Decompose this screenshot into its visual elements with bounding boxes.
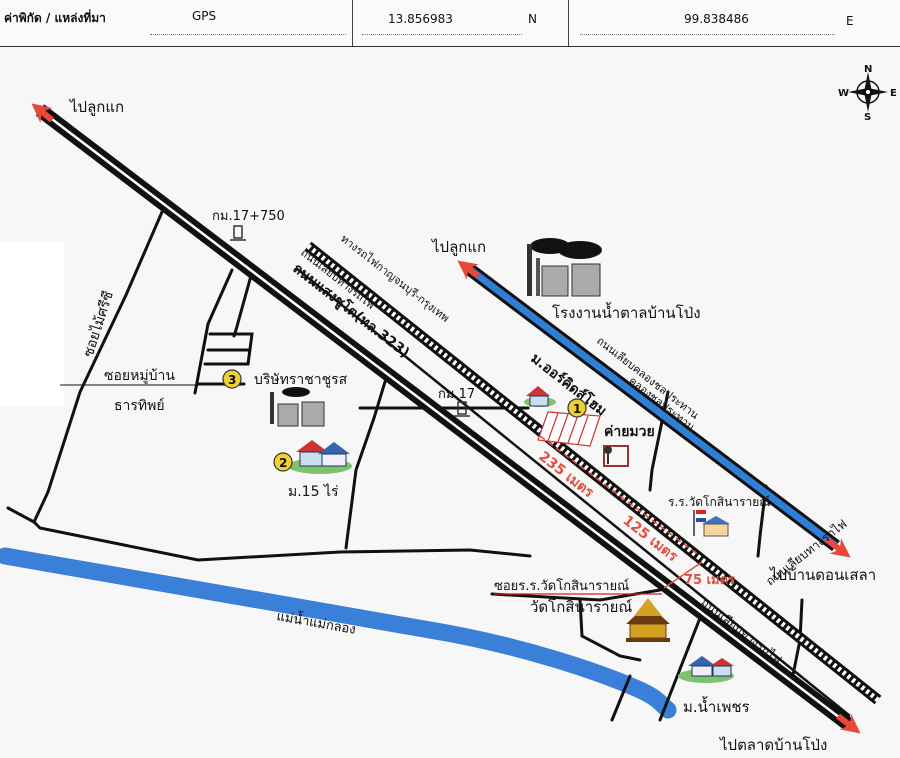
label-to-lookkaew-top: ไปลูกแก: [69, 98, 124, 116]
badge-2: [273, 452, 293, 472]
nam-phet-house-icon: [678, 656, 734, 683]
label-to-lat-banpong: ไปตลาดบ้านโป่ง: [719, 736, 827, 754]
header-cell-latitude: [352, 0, 569, 46]
rail-side-road-label-bottom: ถนนเลียบทางรถไฟ: [698, 595, 784, 667]
badge-2-text: 2: [279, 456, 287, 470]
small-factory-icon: [270, 387, 325, 427]
badge-1-text: 1: [573, 402, 581, 416]
mae-klong-river: [0, 547, 677, 719]
distance-line-75: [663, 561, 703, 589]
road-bottom-left: [32, 520, 532, 562]
compass-s: S: [864, 112, 871, 123]
soi-village-label-1: ซอยหมู่บ้าน: [104, 368, 175, 384]
orchid-home-icon: [524, 386, 556, 407]
badge-3-text: 3: [228, 373, 236, 387]
arrow-to-lookkaew-mid: [457, 260, 480, 280]
label-to-donsala: ไปบ้านดอนเสลา: [769, 566, 876, 584]
road-left-lower: [6, 506, 36, 524]
coordinate-label: ค่าพิกัด / แหล่งที่มา: [4, 11, 106, 25]
school-label: ร.ร.วัดโกสินารายณ์: [668, 495, 770, 509]
soi-village-label-2: ธารทิพย์: [114, 397, 165, 414]
distance-line-235: [539, 435, 701, 557]
latitude-value: 13.856983: [388, 12, 453, 26]
village-road-a: [193, 268, 234, 395]
local-roads: [6, 210, 804, 722]
compass-n: N: [864, 64, 872, 75]
temple-label: วัดโกสินารายณ์: [530, 598, 632, 616]
irrigation-canal: [465, 265, 839, 549]
compass-icon: [848, 72, 888, 112]
camp-label: ค่ายมวย: [604, 424, 655, 440]
house-icon: [288, 440, 352, 474]
village-road-c: [203, 332, 254, 366]
arrow-to-lookkaew-top: [31, 103, 54, 123]
header-cell-source: [0, 0, 353, 46]
longitude-underline: [580, 34, 835, 35]
temple-icon: [626, 598, 670, 642]
school-flag-icon: [693, 510, 730, 537]
compass-w: W: [838, 88, 849, 99]
boxing-ring-icon: [603, 445, 629, 467]
railway-ties: [306, 244, 880, 702]
source-value: GPS: [192, 9, 217, 23]
compass-e: E: [890, 88, 897, 99]
source-underline: [150, 34, 346, 35]
road-school-north: [756, 484, 768, 558]
km17-750-label: กม.17+750: [212, 209, 285, 224]
sugar-factory-label: โรงงานน้ำตาลบ้านโป่ง: [552, 302, 701, 322]
village-road-b: [232, 270, 254, 338]
mu15-label: ม.15 ไร่: [288, 483, 339, 500]
factory-icon: [527, 238, 602, 297]
longitude-value: 99.838486: [684, 12, 749, 26]
arrow-to-lat-banpong: [836, 713, 861, 734]
label-to-lookkaew-mid: ไปลูกแก: [431, 238, 486, 256]
nam-phet-label: ม.น้ำเพชร: [683, 696, 750, 716]
project-lots: [537, 411, 601, 447]
badge-1: [567, 398, 587, 418]
latitude-underline: [362, 34, 522, 35]
km17-label: กม.17: [438, 387, 475, 402]
longitude-direction: E: [846, 14, 854, 28]
km17-post-icon: [454, 401, 470, 417]
coordinate-header: ค่าพิกัด / แหล่งที่มา GPS 13.856983 N 99…: [0, 0, 900, 47]
road-soi-wat: [490, 588, 662, 602]
latitude-direction: N: [528, 12, 537, 26]
highway-centerline: [39, 109, 849, 725]
soi-mai-siri-road: [32, 210, 164, 524]
km-post-icon: [230, 225, 246, 241]
company-label: บริษัทราชาชูรส: [254, 372, 348, 388]
road-to-company: [344, 370, 390, 550]
soi-wat-label: ซอยร.ร.วัดโกสินารายณ์: [494, 578, 629, 594]
rail-side-road: [295, 267, 851, 717]
arrow-to-donsala: [824, 536, 851, 558]
blank-patch: [0, 242, 64, 406]
badge-3: [222, 369, 242, 389]
road-temple-loop: [578, 598, 642, 662]
road-south-2: [610, 674, 632, 722]
distance-75: 75 เมตร: [684, 573, 735, 588]
road-south-1: [658, 616, 702, 722]
